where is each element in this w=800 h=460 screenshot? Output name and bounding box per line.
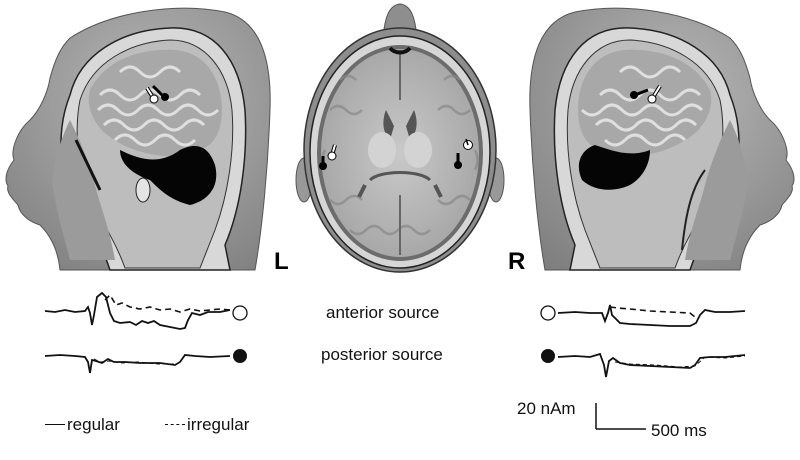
legend-irregular-label: irregular <box>187 415 250 434</box>
left-posterior-regular-trace <box>44 354 231 374</box>
scale-amplitude-label: 20 nAm <box>517 399 576 418</box>
posterior-source-filled-circle-left <box>233 349 247 363</box>
left-waveforms <box>44 291 248 374</box>
right-waveforms <box>540 304 746 378</box>
right-sagittal-dipoles <box>630 84 662 104</box>
legend-solid-line-icon <box>45 424 65 425</box>
scale-time-label: 500 ms <box>651 421 707 440</box>
right-hemisphere-label: R <box>508 248 526 275</box>
right-head-panel: R <box>508 0 800 280</box>
left-head-image <box>5 7 271 271</box>
axial-dipoles <box>319 138 473 170</box>
axial-mri-panel <box>290 0 510 280</box>
right-posterior-regular-trace <box>557 352 746 378</box>
right-anterior-irregular-trace <box>609 306 696 318</box>
legend-regular-label: regular <box>67 415 120 434</box>
scale-bar-icon <box>595 403 646 430</box>
posterior-source-label: posterior source <box>321 345 443 364</box>
right-anterior-regular-trace <box>557 304 746 327</box>
left-hemisphere-label: L <box>274 248 289 275</box>
right-posterior-irregular-trace <box>614 355 746 368</box>
left-anterior-regular-trace <box>44 291 231 330</box>
legend-dashed-line-icon <box>165 424 185 425</box>
left-posterior-irregular-trace <box>93 358 175 365</box>
left-sagittal-dipoles <box>145 84 169 104</box>
anterior-source-open-circle-right <box>540 305 556 321</box>
anterior-source-label: anterior source <box>326 303 440 322</box>
left-anterior-irregular-trace <box>104 293 231 313</box>
legend: regular irregular <box>45 414 285 436</box>
posterior-source-filled-circle-right <box>541 349 555 363</box>
right-head-image <box>529 7 795 271</box>
left-head-panel: L <box>0 0 290 280</box>
axial-mri-image <box>295 3 505 273</box>
anterior-source-open-circle-left <box>232 305 248 321</box>
